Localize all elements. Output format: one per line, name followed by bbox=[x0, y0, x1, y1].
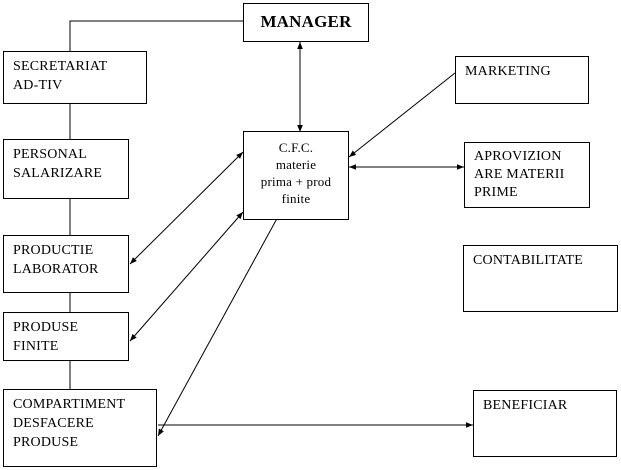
marketing-label: MARKETING bbox=[465, 64, 551, 79]
personal-label: PERSONAL SALARIZARE bbox=[13, 147, 103, 181]
line-manager-secretariat bbox=[69, 20, 243, 52]
cfc-box: C.F.C. materie prima + prod finite bbox=[243, 131, 349, 220]
marketing-box: MARKETING bbox=[455, 56, 589, 104]
cfc-label: C.F.C. materie prima + prod finite bbox=[260, 140, 332, 206]
produse-label: PRODUSE FINITE bbox=[13, 320, 79, 354]
productie-box: PRODUCTIE LABORATOR bbox=[3, 235, 129, 293]
arrow-marketing-cfc bbox=[348, 72, 456, 158]
arrow-cfc-productie bbox=[129, 151, 244, 265]
beneficiar-box: BENEFICIAR bbox=[473, 390, 617, 457]
secretariat-box: SECRETARIAT AD-TIV bbox=[3, 51, 147, 104]
beneficiar-label: BENEFICIAR bbox=[483, 398, 568, 413]
productie-label: PRODUCTIE LABORATOR bbox=[13, 243, 99, 277]
aprovizionare-box: APROVIZION ARE MATERII PRIME bbox=[464, 142, 590, 208]
secretariat-label: SECRETARIAT AD-TIV bbox=[13, 59, 108, 93]
contabilitate-box: CONTABILITATE bbox=[463, 245, 618, 312]
arrow-cfc-produse bbox=[129, 211, 244, 342]
contabilitate-label: CONTABILITATE bbox=[473, 253, 584, 268]
arrow-cfc-compartiment bbox=[157, 212, 281, 437]
manager-box: MANAGER bbox=[243, 3, 369, 42]
manager-label: MANAGER bbox=[260, 12, 352, 31]
aprovizionare-label: APROVIZION ARE MATERII PRIME bbox=[474, 149, 565, 200]
personal-box: PERSONAL SALARIZARE bbox=[3, 139, 129, 199]
compartiment-box: COMPARTIMENT DESFACERE PRODUSE bbox=[3, 389, 157, 467]
produse-box: PRODUSE FINITE bbox=[3, 312, 129, 361]
compartiment-label: COMPARTIMENT DESFACERE PRODUSE bbox=[13, 397, 126, 450]
